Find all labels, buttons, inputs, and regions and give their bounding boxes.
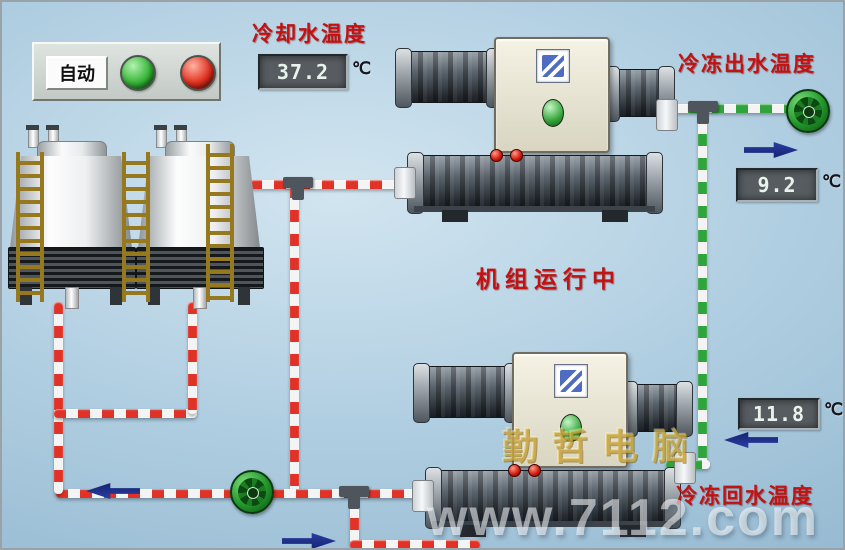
chiller-foot xyxy=(460,525,486,537)
compressor-cylinder xyxy=(395,48,503,108)
cooling-water-pipe-bypass-drop xyxy=(350,494,359,544)
chiller-foot xyxy=(442,210,468,222)
chilled-outlet-temp-display: 9.2 xyxy=(736,168,818,202)
ladder xyxy=(206,144,234,302)
tower-body xyxy=(138,156,260,248)
tower-vent-pipe xyxy=(26,125,39,148)
mode-control-panel: 自动 xyxy=(32,42,221,101)
cylinder-cap xyxy=(646,152,663,214)
cooling-water-pipe-top xyxy=(250,180,402,189)
evaporator-cylinder xyxy=(425,467,681,529)
motor-cylinder xyxy=(621,381,693,437)
cooling-water-pipe-bypass-bottom xyxy=(350,540,480,548)
pipe-tee-stub xyxy=(292,187,304,200)
chiller-foot xyxy=(602,210,628,222)
cylinder-cap xyxy=(413,363,430,423)
cooling-water-temp-display: 37.2 xyxy=(258,54,348,90)
brand-logo-icon xyxy=(554,364,588,398)
pipe-tee xyxy=(688,101,718,124)
ladder xyxy=(122,152,150,302)
chiller-run-lamp xyxy=(542,99,564,127)
chilled-water-pipe-outlet xyxy=(664,104,806,113)
cooling-water-pipe-tower2-drop xyxy=(188,302,197,414)
chiller-skid xyxy=(414,206,655,212)
tower-leg xyxy=(238,287,250,305)
pipe-tee xyxy=(339,486,369,509)
evaporator-cylinder xyxy=(407,152,663,214)
flow-arrow-right-icon xyxy=(282,533,336,548)
pipe-tee xyxy=(283,177,313,200)
chilled-water-pump-icon xyxy=(786,89,830,133)
degree-unit: ℃ xyxy=(352,59,372,78)
cooling-water-port xyxy=(412,480,434,512)
pipe-tee-stub xyxy=(348,496,360,509)
flow-arrow-right-icon xyxy=(744,142,798,158)
cooling-water-pipe-mid-drop xyxy=(290,186,299,494)
cooling-water-pump-icon xyxy=(230,470,274,514)
pump-hub xyxy=(803,106,815,118)
chiller-control-box xyxy=(494,37,610,153)
pump-hub xyxy=(247,487,259,499)
cooling-tower-2 xyxy=(136,125,264,309)
chiller-unit-1 xyxy=(394,37,678,222)
chiller-skid xyxy=(432,521,673,527)
chiller-control-box xyxy=(512,352,628,468)
flow-arrow-left-icon xyxy=(724,432,778,448)
chilled-water-pipe-riser xyxy=(698,110,707,465)
run-indicator-light[interactable] xyxy=(120,55,156,91)
gauge-dot xyxy=(510,149,523,162)
stop-indicator-light[interactable] xyxy=(180,55,216,91)
degree-unit: ℃ xyxy=(824,400,844,419)
unit-running-status-text: 机组运行中 xyxy=(476,266,621,292)
chilled-outlet-temp-label: 冷冻出水温度 xyxy=(678,53,816,76)
cylinder-cap xyxy=(395,48,412,108)
chilled-water-port xyxy=(656,99,678,131)
pipe-tee-stub xyxy=(697,111,709,124)
tower-drain-pipe xyxy=(65,287,79,309)
chiller-foot xyxy=(620,525,646,537)
ladder xyxy=(16,152,44,302)
compressor-cylinder xyxy=(413,363,521,423)
gauge-dot xyxy=(490,149,503,162)
gauge-dot xyxy=(508,464,521,477)
tower-leg xyxy=(110,287,122,305)
cylinder-cap xyxy=(676,381,693,437)
cooling-water-temp-label: 冷却水温度 xyxy=(252,23,367,46)
brand-logo-glyph xyxy=(560,370,582,392)
cooling-water-port xyxy=(394,167,416,199)
chilled-water-port xyxy=(674,452,696,484)
gauge-dot xyxy=(528,464,541,477)
tower-vent-pipe xyxy=(154,125,167,148)
chiller-unit-2 xyxy=(412,352,696,537)
degree-unit: ℃ xyxy=(822,172,842,191)
chilled-return-temp-label: 冷冻回水温度 xyxy=(676,485,814,508)
tower-drain-pipe xyxy=(193,287,207,309)
tower-louver-base xyxy=(136,247,264,289)
chilled-return-temp-display: 11.8 xyxy=(738,398,820,430)
tower-leg xyxy=(148,287,160,305)
cooling-water-pipe-tower-header xyxy=(54,409,197,418)
chiller-run-lamp xyxy=(560,414,582,442)
brand-logo-icon xyxy=(536,49,570,83)
brand-logo-glyph xyxy=(542,55,564,77)
auto-mode-button[interactable]: 自动 xyxy=(46,56,108,90)
cooling-water-pipe-tower1-drop xyxy=(54,302,63,494)
